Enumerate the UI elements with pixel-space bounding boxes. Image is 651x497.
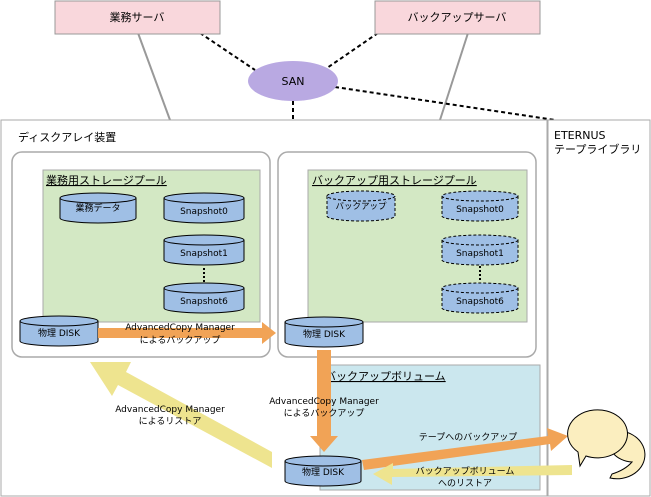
backup-snapshot6-disk <box>441 282 519 314</box>
tape-reel-icon <box>567 409 646 480</box>
business-snapshot0-disk <box>163 192 245 224</box>
restore-label-2: によるリストア <box>139 416 202 427</box>
restore-label-1: AdvancedCopy Manager <box>115 405 225 415</box>
line-backup-server-array <box>439 32 469 121</box>
business-data-label: 業務データ <box>75 202 120 214</box>
backup-physical-disk <box>284 316 364 348</box>
copy-arrow-vertical <box>310 350 338 452</box>
backup-snapshot6-label: Snapshot6 <box>456 297 504 307</box>
business-snapshot0-label: Snapshot0 <box>180 207 228 217</box>
backup-volume-title: バックアップボリューム <box>325 370 446 383</box>
business-data-disk <box>59 192 137 224</box>
san-link-tape <box>334 86 556 121</box>
copy-v-label-2: によるバックアップ <box>284 408 365 419</box>
business-server-label: 業務サーバ <box>110 10 165 24</box>
backup-server-box <box>374 0 541 35</box>
copy-arrow-horizontal <box>98 322 276 344</box>
to-tape-label: テープへのバックアップ <box>419 432 517 443</box>
backup-server-label: バックアップサーバ <box>408 11 507 24</box>
backup-data-label: バックアップ <box>335 202 387 212</box>
business-snapshot6-label: Snapshot6 <box>180 297 228 307</box>
business-pool-title: 業務用ストレージプール <box>46 173 167 187</box>
san-label: SAN <box>282 75 305 88</box>
backup-snapshot1-disk <box>441 234 519 266</box>
to-tape-arrow <box>362 428 568 470</box>
business-physical-disk <box>19 315 99 347</box>
san-link-business <box>199 32 256 71</box>
backup-physical-disk-label: 物理 DISK <box>303 328 346 340</box>
backup-data-disk <box>326 190 396 222</box>
from-tape-label-2: へのリストア <box>438 479 492 489</box>
backup-volume-physical-disk-label: 物理 DISK <box>302 466 345 478</box>
san-link-backup <box>326 32 379 69</box>
from-tape-label-1: バックアップボリューム <box>416 466 515 477</box>
backup-pool-title: バックアップ用ストレージプール <box>312 174 477 187</box>
business-physical-disk-label: 物理 DISK <box>38 327 81 339</box>
business-server-box <box>54 0 221 35</box>
disk-array-title: ディスクアレイ装置 <box>18 130 116 144</box>
restore-arrow <box>90 362 272 468</box>
tape-library-name: ETERNUS <box>554 129 606 142</box>
line-business-server-array <box>137 32 171 121</box>
business-snapshot6-disk <box>163 282 245 314</box>
business-snapshot1-label: Snapshot1 <box>180 249 228 259</box>
from-tape-arrow <box>373 463 572 485</box>
backup-snapshot0-disk <box>441 190 519 222</box>
san-ellipse <box>248 61 338 101</box>
copy-h-label-2: によるバックアップ <box>140 335 221 346</box>
tape-library-label: テープライブラリ <box>554 142 641 156</box>
backup-snapshot0-label: Snapshot0 <box>456 205 504 215</box>
copy-h-label-1: AdvancedCopy Manager <box>125 323 235 333</box>
business-snapshot1-disk <box>163 234 245 266</box>
copy-v-label-1: AdvancedCopy Manager <box>269 397 379 407</box>
backup-snapshot1-label: Snapshot1 <box>456 249 504 259</box>
backup-volume-physical-disk <box>284 455 362 487</box>
